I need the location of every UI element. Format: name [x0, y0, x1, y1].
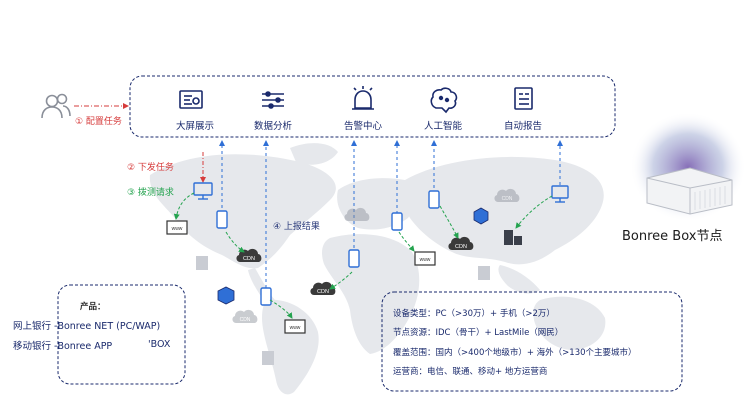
phone-icon — [348, 249, 360, 268]
bonree-box-label: Bonree Box节点 — [622, 229, 723, 244]
phone-icon — [428, 190, 440, 209]
product-line-mobile-banking: 移动银行 -Bonree APP — [13, 341, 113, 352]
info-device-types: 设备类型：PC（>30万）+ 手机（>2万） — [393, 309, 555, 319]
user-group-icon — [41, 93, 71, 119]
data-analysis-icon — [262, 91, 284, 109]
report-arrows — [219, 140, 563, 288]
www-server-icons: www www www — [166, 220, 436, 334]
building-icon — [514, 236, 522, 245]
step-config-label: ① 配置任务 — [75, 117, 122, 127]
step-dispatch-label: ② 下发任务 — [127, 163, 174, 173]
bonree-box-image — [630, 112, 746, 222]
module-label-report: 自动报告 — [504, 121, 543, 132]
phone-icon — [216, 210, 228, 229]
svg-text:CDN: CDN — [455, 244, 467, 250]
southeast-asia-shape — [498, 265, 540, 294]
greenland-shape — [290, 143, 338, 165]
cdn-cloud-icon: CDN — [448, 236, 474, 250]
info-coverage: 覆盖范围：国内（>400个地级市）+ 海外（>130个主要城市） — [393, 348, 637, 358]
building-icon — [478, 266, 490, 280]
cdn-cloud-icon: CDN — [494, 188, 520, 202]
cdn-cloud-icon — [344, 207, 370, 221]
svg-text:CDN: CDN — [502, 196, 513, 202]
phone-icons — [216, 190, 440, 306]
info-node-resources: 节点资源：IDC（骨干）+ LastMile（网民） — [393, 328, 564, 338]
building-icons — [196, 230, 522, 365]
modules-frame — [129, 75, 616, 138]
cube-icon — [217, 286, 235, 305]
products-frame — [57, 284, 186, 385]
step-report-label: ④ 上报结果 — [273, 222, 320, 232]
australia-shape — [533, 296, 606, 350]
phone-icon — [260, 287, 272, 306]
module-label-alarm: 告警中心 — [344, 121, 383, 132]
module-label-ai: 人工智能 — [424, 121, 463, 132]
step-probe-label: ③ 拨测请求 — [127, 188, 174, 198]
info-frame — [381, 291, 683, 392]
phone-icon — [391, 212, 403, 231]
building-icon — [196, 256, 208, 270]
asia-shape — [402, 156, 604, 265]
alarm-icon — [352, 86, 374, 110]
monitor-icon — [193, 182, 213, 200]
cdn-cloud-icon: CDN — [232, 309, 258, 323]
svg-text:CDN: CDN — [317, 289, 329, 295]
africa-shape — [322, 234, 420, 354]
south-america-shape — [262, 299, 319, 395]
svg-text:CDN: CDN — [240, 317, 251, 323]
building-icon — [262, 351, 274, 365]
products-title: 产品： — [80, 302, 106, 312]
www-label: www — [172, 226, 183, 232]
cube-icon — [473, 207, 489, 225]
module-label-dashboard: 大屏展示 — [176, 121, 215, 132]
dashboard-icon — [179, 90, 203, 109]
www-server-icon: www — [166, 220, 188, 235]
ai-brain-icon — [430, 87, 458, 114]
info-isp: 运营商：电信、联通、移动+ 地方运营商 — [393, 367, 548, 377]
building-icon — [504, 230, 513, 245]
www-label: www — [290, 325, 301, 331]
product-line-online-banking: 网上银行 -Bonree NET (PC/WAP) — [13, 321, 161, 332]
world-map — [149, 143, 606, 395]
www-label: www — [420, 257, 431, 263]
report-icon — [514, 87, 533, 110]
monitor-icon-2 — [551, 185, 569, 203]
probe-arrows — [173, 192, 553, 319]
module-label-data-analysis: 数据分析 — [254, 121, 293, 132]
www-server-icon: www — [414, 251, 436, 266]
product-line-box-suffix: 'BOX — [148, 339, 171, 350]
www-server-icon: www — [284, 319, 306, 334]
cube-icons — [217, 207, 489, 305]
svg-text:CDN: CDN — [243, 256, 255, 262]
